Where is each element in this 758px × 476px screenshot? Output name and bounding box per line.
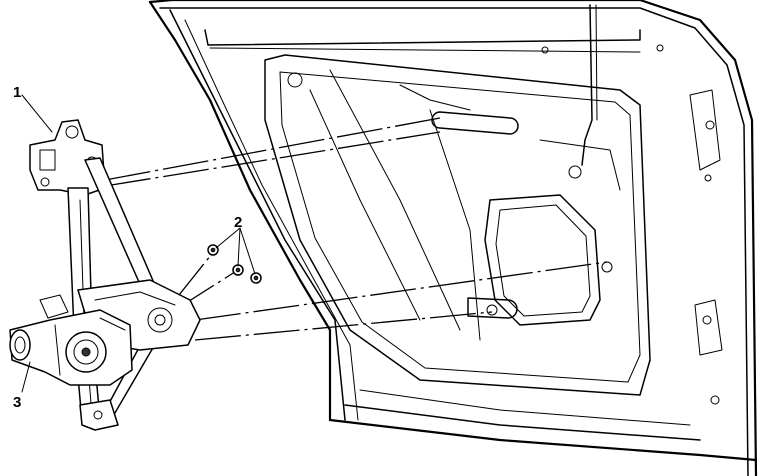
callout-3: 3 <box>13 394 22 411</box>
callout-2: 2 <box>234 214 243 231</box>
callout-1: 1 <box>13 84 22 101</box>
leader-lines <box>21 94 256 393</box>
window-regulator-icon <box>29 119 201 431</box>
upper-mount-slot <box>431 111 519 135</box>
door-frame <box>148 0 758 476</box>
bolt-icon <box>207 244 262 284</box>
lower-mount-slot <box>467 297 518 319</box>
motor-icon <box>9 294 133 386</box>
